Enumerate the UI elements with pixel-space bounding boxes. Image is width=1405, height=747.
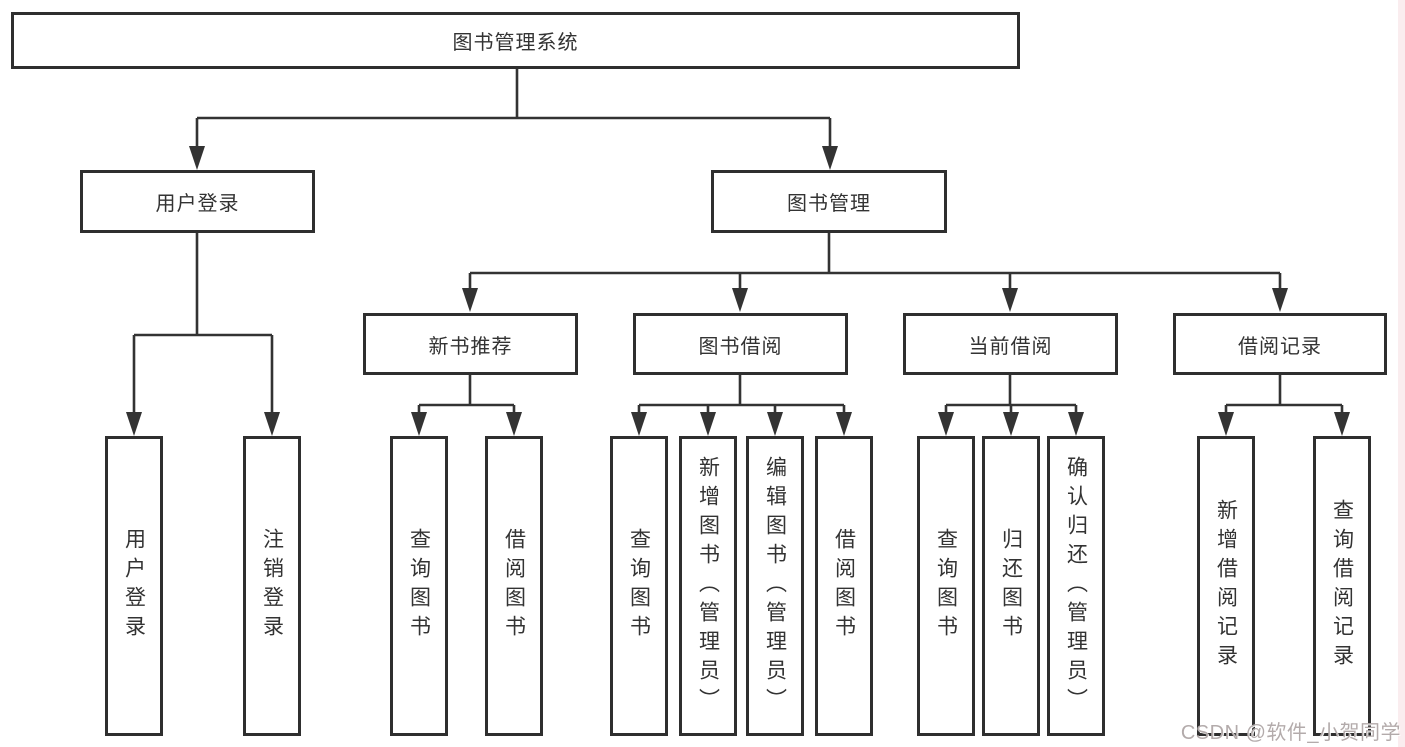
node-label: 查询图书	[627, 528, 651, 644]
node-user-login: 用户登录	[80, 170, 315, 233]
node-label: 查询图书	[934, 528, 958, 644]
connector-root	[195, 69, 832, 150]
node-borrow-records: 借阅记录	[1173, 313, 1387, 375]
node-label: 图书管理	[787, 193, 871, 215]
node-label: 当前借阅	[968, 335, 1053, 358]
node-label: 编辑图书（管理员）	[763, 455, 787, 717]
leaf-confirm-return-admin: 确认归还（管理员）	[1047, 436, 1105, 736]
connector-book-borrow	[637, 375, 846, 416]
node-book-borrow: 图书借阅	[633, 313, 848, 375]
node-label: 借阅记录	[1238, 335, 1322, 358]
leaf-logout: 注销登录	[243, 436, 301, 736]
node-label: 新增借阅记录	[1214, 499, 1238, 673]
connector-current-borrow	[944, 375, 1078, 416]
node-book-management: 图书管理	[711, 170, 947, 233]
leaf-borrow-books: 借阅图书	[815, 436, 873, 736]
node-label: 借阅图书	[832, 528, 856, 644]
leaf-user-login: 用户登录	[105, 436, 163, 736]
node-label: 用户登录	[122, 528, 146, 644]
node-label: 确认归还（管理员）	[1064, 455, 1088, 717]
connector-borrow-records	[1224, 375, 1344, 416]
leaf-query-books-current: 查询图书	[917, 436, 975, 736]
leaf-query-borrow-record: 查询借阅记录	[1313, 436, 1371, 736]
csdn-watermark: CSDN @软件_小贺同学	[1180, 722, 1401, 744]
right-edge-tint	[1398, 0, 1405, 747]
node-label: 借阅图书	[502, 528, 526, 644]
node-label: 查询图书	[407, 528, 431, 644]
connector-book-management	[468, 233, 1282, 292]
leaf-add-borrow-record: 新增借阅记录	[1197, 436, 1255, 736]
node-label: 查询借阅记录	[1330, 499, 1354, 673]
node-label: 用户登录	[155, 193, 240, 215]
node-library-management-system: 图书管理系统	[11, 12, 1020, 69]
leaf-return-book: 归还图书	[982, 436, 1040, 736]
leaf-query-books-borrow: 查询图书	[610, 436, 668, 736]
node-label: 图书借阅	[698, 335, 783, 358]
node-label: 新增图书（管理员）	[696, 455, 720, 717]
connector-user-login	[132, 233, 274, 416]
node-label: 新书推荐	[428, 335, 513, 358]
leaf-add-book-admin: 新增图书（管理员）	[679, 436, 737, 736]
connector-new-book-recommend	[417, 375, 516, 416]
node-label: 归还图书	[999, 528, 1023, 644]
leaf-borrow-books-recommend: 借阅图书	[485, 436, 543, 736]
node-label: 图书管理系统	[452, 32, 579, 54]
leaf-query-books-recommend: 查询图书	[390, 436, 448, 736]
node-new-book-recommend: 新书推荐	[363, 313, 578, 375]
leaf-edit-book-admin: 编辑图书（管理员）	[746, 436, 804, 736]
node-label: 注销登录	[260, 528, 284, 644]
node-current-borrow: 当前借阅	[903, 313, 1118, 375]
